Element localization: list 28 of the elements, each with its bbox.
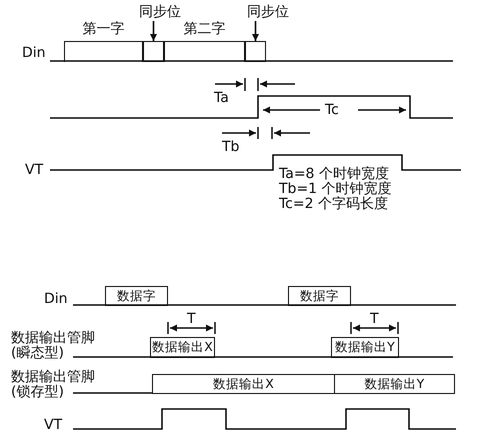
signal-label: 数据输出管脚(瞬态型) (11, 331, 96, 361)
data-pulse: 数据输出Y (334, 374, 455, 394)
dimension-label: Tc (325, 103, 339, 118)
word-label: 第一字 (82, 21, 126, 38)
sync-bit-label: 同步位 (243, 3, 293, 21)
signal-label: Din (44, 292, 68, 307)
sync-bit-pulse (245, 41, 266, 62)
data-pulse: 数据输出X (152, 374, 335, 394)
signal-label: 数据输出管脚(锁存型) (11, 370, 96, 400)
note-text: Ta=8 个时钟宽度 (279, 167, 389, 182)
signal-label: VT (44, 418, 62, 433)
dimension-label: Ta (214, 91, 229, 106)
dimension-label: Tb (222, 140, 240, 155)
note-text: Tc=2 个字码长度 (279, 197, 388, 212)
dimension-label: T (187, 312, 196, 327)
data-pulse: 数据字 (288, 286, 351, 306)
data-pulse: 数据字 (105, 286, 168, 306)
sync-bit-pulse (143, 41, 164, 62)
arrow (252, 21, 259, 41)
signal-label: Din (22, 46, 46, 61)
dimension-label: T (370, 312, 379, 327)
data-pulse: 数据输出Y (331, 337, 399, 358)
data-pulse: 数据输出X (150, 337, 215, 358)
note-text: Tb=1 个时钟宽度 (279, 182, 392, 197)
signal-label: VT (25, 163, 44, 178)
sync-bit-label: 同步位 (135, 3, 185, 21)
word-label: 第二字 (182, 21, 226, 38)
arrow (150, 21, 157, 41)
